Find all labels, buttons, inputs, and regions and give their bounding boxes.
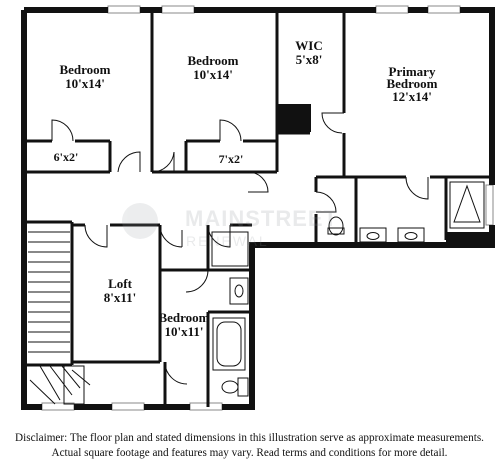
floor-plan: MAINSTREET RENEWAL Bedroom 10'x14' 6'x2'… [21, 5, 495, 411]
interior-walls [24, 10, 492, 407]
door-swings [51, 112, 429, 385]
stairs [28, 231, 91, 405]
watermark-line1: MAINSTREET [185, 206, 338, 231]
disclaimer-line1: Disclaimer: The floor plan and stated di… [15, 432, 484, 444]
wic-size: 5'x8' [296, 52, 323, 67]
disclaimer: Disclaimer: The floor plan and stated di… [0, 431, 499, 461]
bedroom-bottom-name: Bedroom [158, 310, 209, 325]
watermark-logo-icon [122, 203, 158, 239]
wic-name: WIC [295, 38, 322, 53]
bedroom-left-name: Bedroom [59, 62, 110, 77]
bedroom-left-size: 10'x14' [65, 76, 105, 91]
closet-center-size: 7'x2' [219, 152, 244, 166]
bedroom-center-size: 10'x14' [193, 67, 233, 82]
loft-name: Loft [108, 276, 133, 291]
disclaimer-line2: Actual square footage and features may v… [51, 447, 448, 459]
bath-counter-block [446, 232, 492, 245]
loft-size: 8'x11' [104, 290, 137, 305]
primary-name-line1: Primary [389, 64, 436, 79]
bath-fixtures [211, 181, 485, 397]
closet-left-size: 6'x2' [54, 150, 79, 164]
bedroom-bottom-size: 10'x11' [164, 324, 203, 339]
primary-name-line2: Bedroom [386, 76, 437, 91]
windows [41, 5, 494, 411]
chimney-block [278, 104, 311, 132]
bedroom-center-name: Bedroom [187, 53, 238, 68]
watermark-line2: RENEWAL [186, 233, 269, 249]
primary-size: 12'x14' [392, 89, 432, 104]
watermark: MAINSTREET RENEWAL [122, 203, 338, 249]
